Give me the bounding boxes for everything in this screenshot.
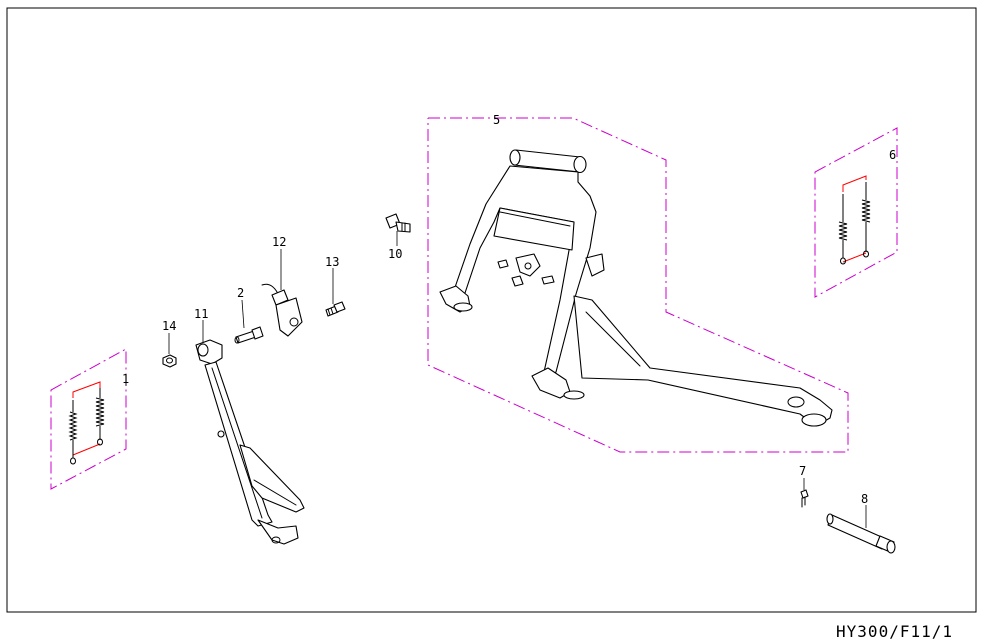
callout-5: 5 (493, 113, 500, 127)
callout-2: 2 (237, 286, 244, 300)
part-11-side-stand (195, 339, 305, 545)
part-12-stand-switch (261, 283, 303, 337)
part-8-pivot-shaft (826, 513, 896, 554)
callout-7: 7 (799, 464, 806, 478)
part-1-spring-set (50, 348, 127, 490)
callout-14: 14 (162, 319, 176, 333)
part-13-screw (325, 301, 346, 317)
callout-12: 12 (272, 235, 286, 249)
part-7-cotter-pin (800, 489, 809, 508)
callout-13: 13 (325, 255, 339, 269)
drawing-border (6, 7, 977, 613)
drawing-code: HY300/F11/1 (836, 622, 953, 641)
part-14-nut (162, 354, 177, 368)
part-6-group-outline (814, 127, 898, 298)
callout-1: 1 (122, 372, 129, 386)
part-1-group-outline (50, 348, 127, 490)
callout-11: 11 (194, 307, 208, 321)
callout-6: 6 (889, 148, 896, 162)
part-6-spring-set (814, 127, 898, 298)
part-10-bolt (385, 213, 411, 233)
callout-8: 8 (861, 492, 868, 506)
part-5-group-outline (427, 117, 849, 453)
part-2-bolt (234, 326, 264, 344)
callout-10: 10 (388, 247, 402, 261)
part-5-main-stand (427, 117, 849, 453)
